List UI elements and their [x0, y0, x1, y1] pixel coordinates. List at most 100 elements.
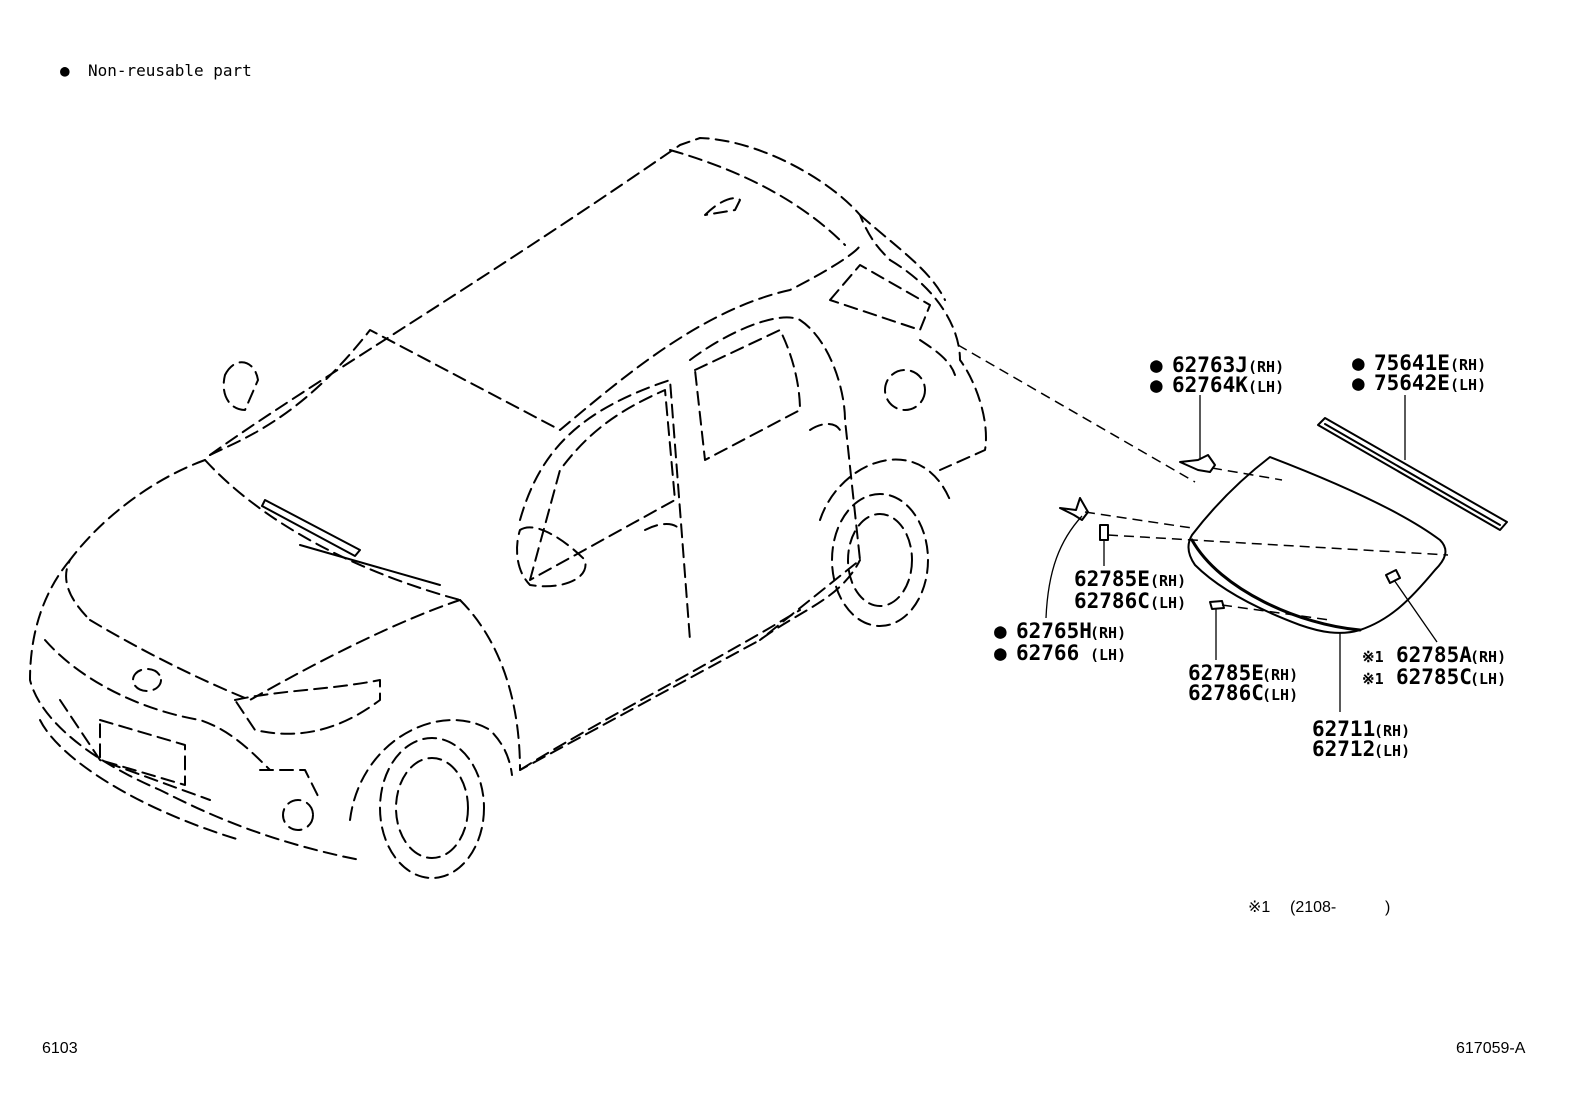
legend: ● Non-reusable part — [60, 61, 252, 80]
side-label: (LH) — [1470, 670, 1506, 688]
part-number: 75642E — [1374, 371, 1450, 395]
front-wheel-inner — [395, 757, 469, 859]
bullet-icon: ● — [1352, 351, 1365, 375]
bracket-part — [1179, 454, 1216, 473]
bullet-icon: ● — [1150, 373, 1163, 397]
part-number: 62764K — [1172, 373, 1248, 397]
part-number: 62763J — [1172, 353, 1248, 377]
hood-front — [89, 599, 461, 701]
side-label: (LH) — [1374, 742, 1410, 760]
footnote-close: ) — [1385, 899, 1390, 916]
front-door — [519, 379, 691, 641]
quarter-glass-edge — [1190, 538, 1362, 632]
front-window — [529, 389, 676, 581]
glass-location-line — [957, 344, 1196, 483]
rear-door — [689, 316, 861, 641]
headlight — [234, 679, 381, 735]
roof-rail — [669, 149, 846, 246]
rear-wheel-inner — [847, 513, 913, 607]
part-number: 75641E — [1374, 351, 1450, 375]
bullet-icon: ● — [1150, 353, 1163, 377]
side-label: (LH) — [1450, 376, 1486, 394]
sill-line — [519, 609, 801, 771]
clip-glass-part — [1385, 569, 1401, 584]
side-label: (RH) — [1090, 624, 1126, 642]
part-number: 62786C — [1074, 589, 1150, 613]
callout-clip-glass: ※1 62785A (RH) ※1 62785C (LH) — [1362, 643, 1506, 689]
grille-outline — [44, 639, 271, 771]
front-wheel-arch — [349, 719, 513, 821]
right-mirror — [516, 526, 587, 588]
part-number: 62766 — [1016, 641, 1079, 665]
part-number: 62712 — [1312, 737, 1375, 761]
side-label: (RH) — [1374, 722, 1410, 740]
bracket-line — [1211, 467, 1283, 481]
body-side — [459, 559, 861, 771]
side-label: (LH) — [1262, 686, 1298, 704]
figure-group-code: 6103 — [42, 1040, 78, 1057]
leader-retainer — [1045, 515, 1083, 619]
connection-lines — [957, 344, 1449, 621]
retainer-part — [1059, 497, 1089, 521]
callout-bracket: ● 62763J (RH) ● 62764K (LH) — [1150, 353, 1284, 397]
leader-lines — [1045, 395, 1438, 712]
part-number: 62786C — [1188, 681, 1264, 705]
callout-clip-upper: 62785E (RH) 62786C (LH) — [1074, 567, 1186, 613]
side-label: (LH) — [1090, 646, 1126, 664]
bullet-icon: ● — [994, 619, 1007, 643]
side-label: (RH) — [1262, 666, 1298, 684]
callout-retainer: ● 62765H (RH) ● 62766 (LH) — [994, 619, 1126, 665]
rear-wheel-arch — [819, 458, 951, 521]
bullet-icon: ● — [1352, 371, 1365, 395]
legend-text: Non-reusable part — [88, 61, 252, 80]
roof-edge-rear — [859, 214, 946, 301]
antenna — [704, 197, 741, 216]
part-number: 62785E — [1074, 567, 1150, 591]
wiper — [261, 499, 441, 586]
front-fascia — [29, 559, 361, 861]
door-handle-rear — [809, 423, 841, 431]
retainer-line — [1084, 511, 1193, 529]
windshield-lower — [204, 459, 461, 601]
side-label: (RH) — [1450, 356, 1486, 374]
footnote-mark: ※1 — [1362, 648, 1384, 666]
quarter-glass — [1187, 456, 1447, 634]
clip-upper-part — [1099, 524, 1109, 541]
vehicle-outline — [29, 137, 987, 879]
side-label: (RH) — [1150, 572, 1186, 590]
callout-glass: 62711 (RH) 62712 (LH) — [1312, 717, 1410, 761]
fog-lamp — [282, 799, 314, 831]
quarter-window — [829, 264, 931, 331]
left-mirror — [222, 361, 259, 411]
part-number: 62785C — [1396, 665, 1472, 689]
legend-bullet-icon: ● — [60, 61, 70, 80]
callout-rail: ● 75641E (RH) ● 75642E (LH) — [1352, 351, 1486, 395]
footnote-mark: ※1 — [1248, 899, 1270, 916]
front-wheel — [379, 737, 485, 879]
footnote-mark: ※1 — [1362, 670, 1384, 688]
illustration-number: 617059-A — [1456, 1040, 1526, 1057]
windshield-outline — [209, 244, 861, 456]
side-label: (LH) — [1150, 594, 1186, 612]
footnote-text: (2108- — [1290, 899, 1336, 916]
clip-lower-part — [1209, 600, 1225, 610]
part-number: 62765H — [1016, 619, 1092, 643]
side-label: (RH) — [1248, 358, 1284, 376]
rear-window — [694, 329, 801, 461]
bullet-icon: ● — [994, 641, 1007, 665]
part-number: 62711 — [1312, 717, 1375, 741]
emblem — [132, 668, 162, 692]
rear-corner — [889, 259, 987, 471]
leader-clip-glass — [1393, 579, 1438, 643]
tail-lamp — [919, 339, 956, 376]
side-label: (LH) — [1248, 378, 1284, 396]
bumper-lower — [39, 719, 241, 841]
rear-wheel — [831, 493, 929, 627]
callout-clip-lower: 62785E (RH) 62786C (LH) — [1188, 661, 1298, 705]
footnote: ※1 (2108- ) — [1248, 899, 1390, 916]
side-label: (RH) — [1470, 648, 1506, 666]
fog-surround — [259, 769, 321, 801]
hood-outline — [65, 459, 206, 621]
clip-upper-line — [1107, 534, 1449, 556]
